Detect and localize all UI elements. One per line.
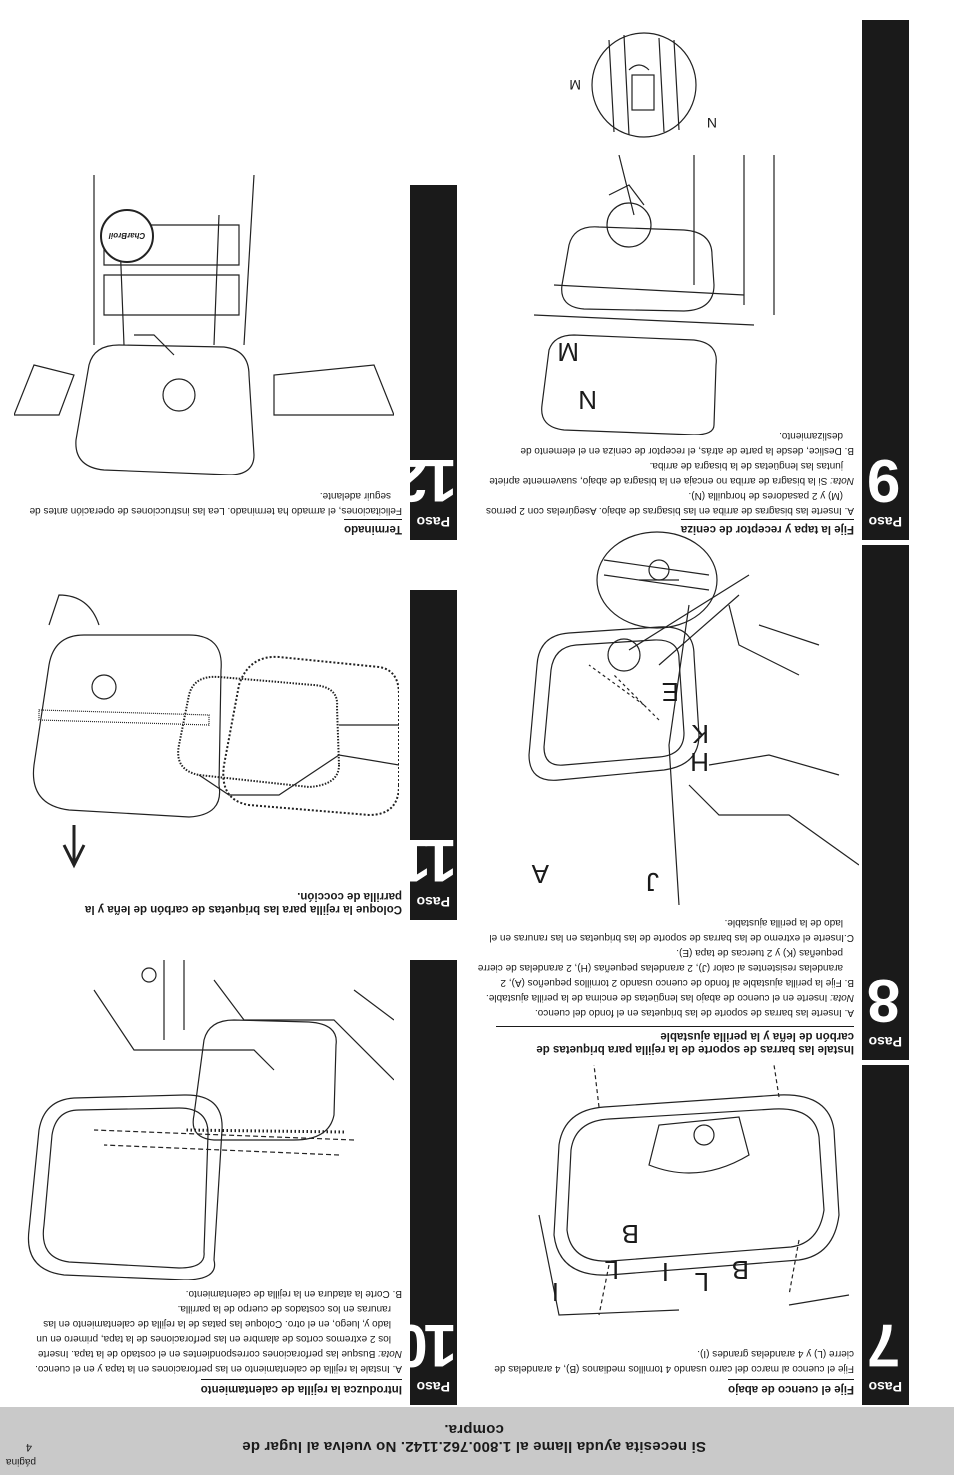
label-m: M bbox=[569, 77, 581, 93]
step-7-figure: B L I I L B bbox=[529, 1065, 859, 1335]
label-m: M bbox=[557, 337, 579, 367]
label-n: N bbox=[578, 385, 597, 415]
label-e: E bbox=[661, 677, 679, 707]
step-number: 10 bbox=[398, 1312, 457, 1379]
step-12-title: Terminado bbox=[344, 519, 402, 535]
label-i: I bbox=[661, 1257, 669, 1287]
step-9-detail-circle: N M bbox=[569, 30, 717, 140]
step-10-tab: Paso 10 bbox=[398, 960, 457, 1405]
label-l: L bbox=[604, 1255, 619, 1285]
step-7-title: Fije el cuenco de abajo bbox=[728, 1379, 854, 1395]
label-i: I bbox=[551, 1277, 559, 1307]
step-number: 12 bbox=[398, 447, 457, 514]
label-a: A bbox=[531, 859, 549, 889]
step-7-body: Fije el cuenco al marco del carro usando… bbox=[494, 1348, 854, 1374]
step-11-figure bbox=[19, 585, 399, 885]
page-number: 4 bbox=[25, 1441, 32, 1453]
step-8-tab: Paso 8 bbox=[862, 545, 909, 1060]
step-8-detail-circle bbox=[594, 530, 719, 630]
label-l: L bbox=[694, 1267, 709, 1297]
step-11-title: Coloque la rejilla para las briquetas de… bbox=[85, 890, 402, 915]
label-n: N bbox=[706, 115, 717, 131]
label-k: K bbox=[691, 719, 709, 749]
paso-label: Paso bbox=[868, 1379, 902, 1395]
charbroil-logo-badge: CharBroil bbox=[100, 209, 154, 263]
step-11-tab: Paso 11 bbox=[401, 590, 457, 920]
step-12-figure bbox=[14, 175, 394, 475]
step-9-body: A. Inserte las bisagras de arriba en las… bbox=[486, 430, 854, 516]
step-10-figure bbox=[19, 960, 394, 1280]
paso-label: Paso bbox=[416, 514, 450, 530]
step-12-tab: Paso 12 bbox=[398, 185, 457, 540]
label-b: B bbox=[731, 1255, 749, 1285]
step-number: 11 bbox=[401, 827, 457, 894]
step-8-body: A. Inserte las barras de soporte de las … bbox=[477, 917, 854, 1018]
step-10-body: A. Instale la rejilla de calentamiento e… bbox=[35, 1288, 402, 1374]
step-9-figure: N M bbox=[534, 155, 834, 435]
step-number: 9 bbox=[870, 447, 901, 514]
label-h: H bbox=[690, 747, 709, 777]
step-7-tab: Paso 7 bbox=[862, 1065, 909, 1405]
paso-label: Paso bbox=[416, 894, 450, 910]
step-8-title: Instale las barras de soporte de la reji… bbox=[496, 1026, 854, 1055]
step-8-figure: A J H K E bbox=[519, 545, 859, 905]
step-number: 8 bbox=[870, 967, 901, 1034]
paso-label: Paso bbox=[868, 1034, 902, 1050]
step-number: 7 bbox=[870, 1312, 901, 1379]
paso-label: Paso bbox=[416, 1379, 450, 1395]
label-j: J bbox=[646, 867, 659, 897]
paso-label: Paso bbox=[868, 514, 902, 530]
help-line: Si necesita ayuda llame al 1.800.762.114… bbox=[242, 1421, 706, 1455]
label-b: B bbox=[621, 1219, 639, 1249]
step-9-tab: Paso 9 bbox=[862, 20, 909, 540]
step-12-body: Felicitaciones, el armado ha terminado. … bbox=[29, 490, 402, 516]
step-9-title: Fije la tapa y receptor de ceniza bbox=[680, 519, 854, 535]
page-label: página bbox=[5, 1456, 36, 1467]
footer-bar: Si necesita ayuda llame al 1.800.762.114… bbox=[0, 1407, 954, 1475]
step-10-title: Introduzca la rejilla de calentamiento bbox=[200, 1379, 402, 1395]
